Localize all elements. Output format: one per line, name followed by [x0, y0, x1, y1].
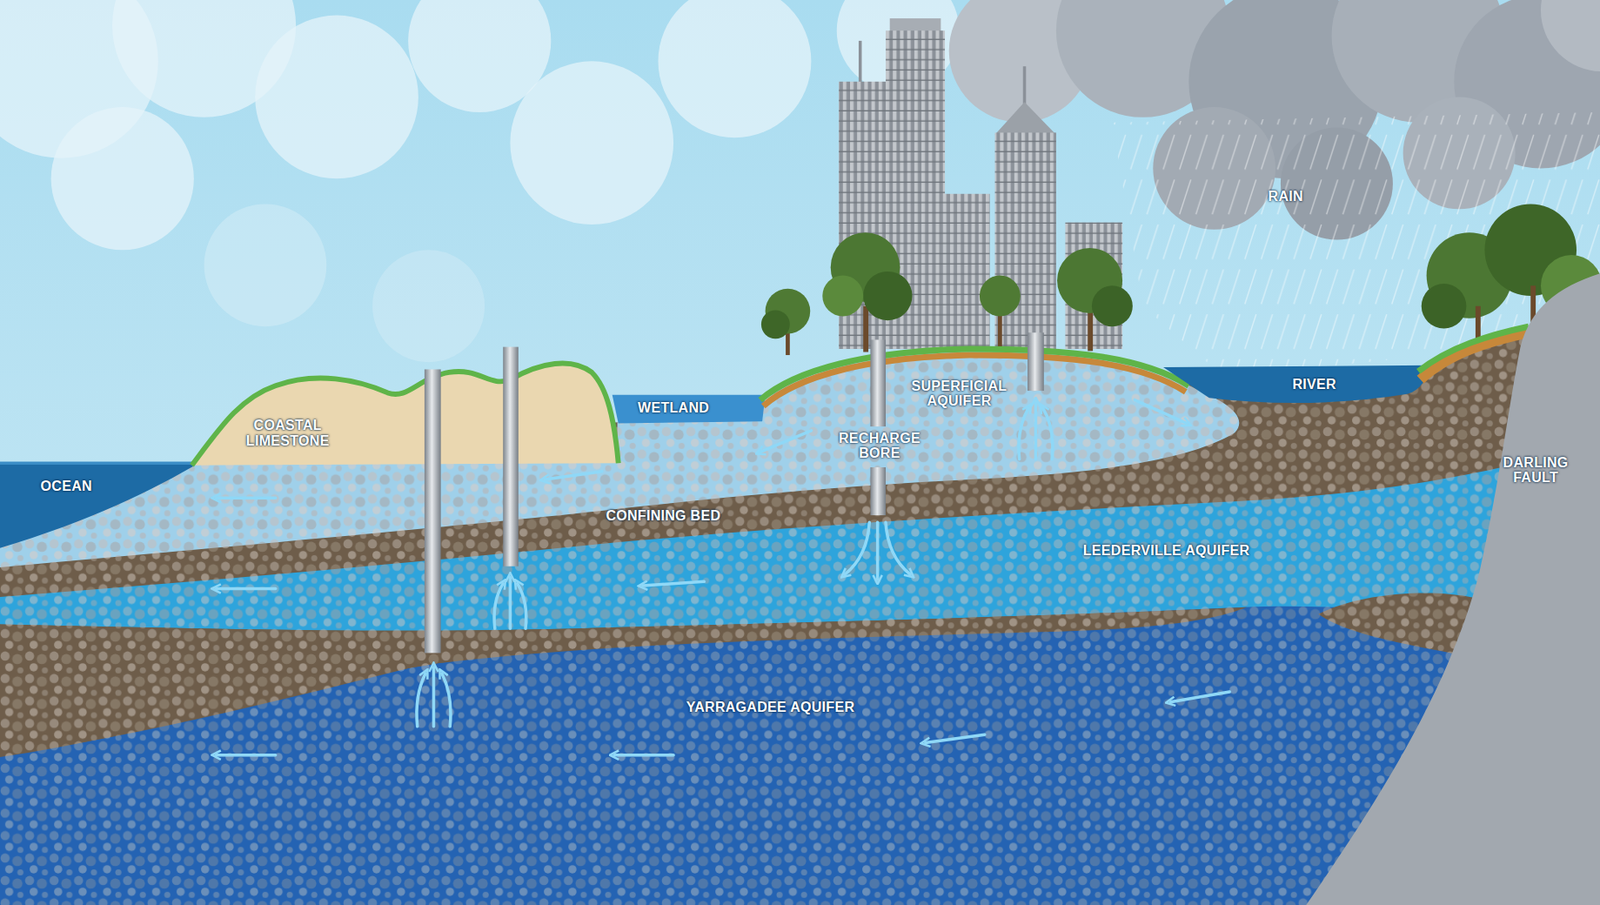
river — [1163, 365, 1431, 403]
clouds — [51, 107, 195, 250]
confining-bed-lower — [0, 593, 1475, 757]
confining-bed — [0, 306, 1600, 905]
flow-arrows — [494, 583, 503, 630]
region-label: COASTAL LIMESTONE — [233, 418, 342, 449]
river — [1163, 326, 1529, 403]
trees — [997, 311, 1003, 349]
river — [1418, 326, 1529, 372]
wetland — [612, 394, 766, 424]
bores — [870, 339, 886, 427]
superficial-aquifer — [0, 348, 1239, 568]
buildings — [995, 101, 1057, 135]
flow-arrows — [1034, 401, 1038, 460]
region-label: DARLING FAULT — [1492, 455, 1580, 486]
coastal-limestone — [191, 363, 618, 466]
bores — [1027, 332, 1045, 391]
flow-arrows — [925, 734, 985, 743]
clouds — [372, 249, 485, 362]
trees — [822, 275, 864, 317]
trees — [863, 306, 869, 353]
flow-arrows — [216, 587, 276, 591]
ocean — [0, 461, 201, 548]
flow-arrows — [544, 471, 603, 480]
region-label: OCEAN — [40, 479, 93, 496]
flow-arrows — [614, 753, 674, 757]
trees — [979, 275, 1021, 317]
confining-bed-lower — [0, 607, 1247, 757]
flow-arrows — [216, 495, 276, 500]
storm-clouds — [1540, 0, 1600, 72]
flow-arrows — [416, 673, 426, 727]
region-label: SUPERFICIAL AQUIFER — [904, 378, 1014, 409]
bores — [424, 332, 1045, 653]
flow-arrows — [1134, 400, 1187, 424]
flow-arrows — [508, 577, 513, 630]
buildings — [858, 40, 863, 84]
buildings — [890, 18, 942, 33]
clouds — [254, 15, 419, 180]
region-label: LEEDERVILLE AQUIFER — [1083, 543, 1251, 560]
region-label: RECHARGE BORE — [824, 430, 934, 462]
flow-arrows — [1018, 408, 1029, 460]
flow-arrows — [216, 753, 276, 757]
confining-bed-lower — [1318, 593, 1474, 656]
buildings — [944, 194, 991, 349]
flow-arrows — [432, 667, 436, 727]
clouds — [204, 203, 328, 327]
buildings — [1023, 66, 1027, 104]
superficial-aquifer — [0, 348, 1239, 568]
flow-arrows — [885, 522, 911, 575]
ocean — [0, 461, 201, 548]
trees — [761, 203, 1600, 355]
trees — [761, 309, 790, 339]
trees — [863, 271, 912, 321]
confining-bed — [0, 306, 1600, 905]
trees — [1091, 285, 1133, 327]
flow-arrows — [441, 673, 451, 727]
flow-arrows — [760, 430, 812, 453]
flow-arrows — [844, 522, 870, 575]
flow-arrows — [216, 400, 1231, 756]
darling-fault — [1305, 273, 1600, 905]
bores — [870, 467, 886, 516]
region-label: RIVER — [1292, 376, 1336, 393]
buildings — [995, 132, 1057, 349]
coastal-limestone — [191, 363, 618, 466]
trees — [1421, 283, 1467, 329]
coastal-limestone — [191, 363, 618, 466]
clouds — [509, 60, 674, 225]
wetland — [612, 394, 766, 424]
region-label: WETLAND — [637, 400, 710, 416]
region-label: RAIN — [1268, 189, 1304, 206]
region-label: CONFINING BED — [605, 508, 721, 525]
region-label: YARRAGADEE AQUIFER — [686, 699, 856, 716]
flow-arrows — [1043, 408, 1053, 460]
flow-arrows — [642, 581, 704, 586]
buildings — [838, 18, 1123, 349]
clouds — [657, 0, 811, 138]
clouds — [0, 0, 959, 362]
bores — [424, 368, 442, 653]
flow-arrows — [1170, 691, 1230, 703]
bores — [502, 347, 519, 567]
darling-fault — [1305, 273, 1600, 905]
flow-arrows — [876, 522, 880, 580]
ocean — [0, 461, 201, 466]
flow-arrows — [517, 583, 527, 630]
